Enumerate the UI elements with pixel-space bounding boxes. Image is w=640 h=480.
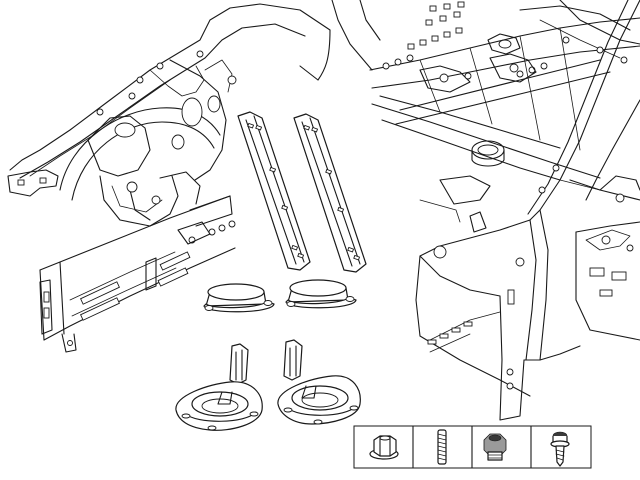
screw-icon — [550, 431, 570, 467]
floor-perforations — [382, 1, 548, 78]
reinforcement-rail-right — [293, 113, 367, 273]
hardware-legend — [353, 425, 592, 469]
weld-nut-icon — [483, 433, 507, 461]
stud-bolt-icon — [437, 429, 447, 465]
flange-nut-icon — [369, 435, 399, 460]
reinforcement-rail-left — [237, 111, 311, 271]
suspension-mount-bracket-left — [175, 343, 263, 431]
spring-seat-cap-right — [285, 279, 357, 309]
spring-seat-cap-left — [203, 283, 275, 313]
rear-floor-body-section — [299, 0, 640, 421]
front-wheelhouse-body-section — [7, 3, 331, 353]
suspension-mount-bracket-right — [277, 339, 361, 425]
